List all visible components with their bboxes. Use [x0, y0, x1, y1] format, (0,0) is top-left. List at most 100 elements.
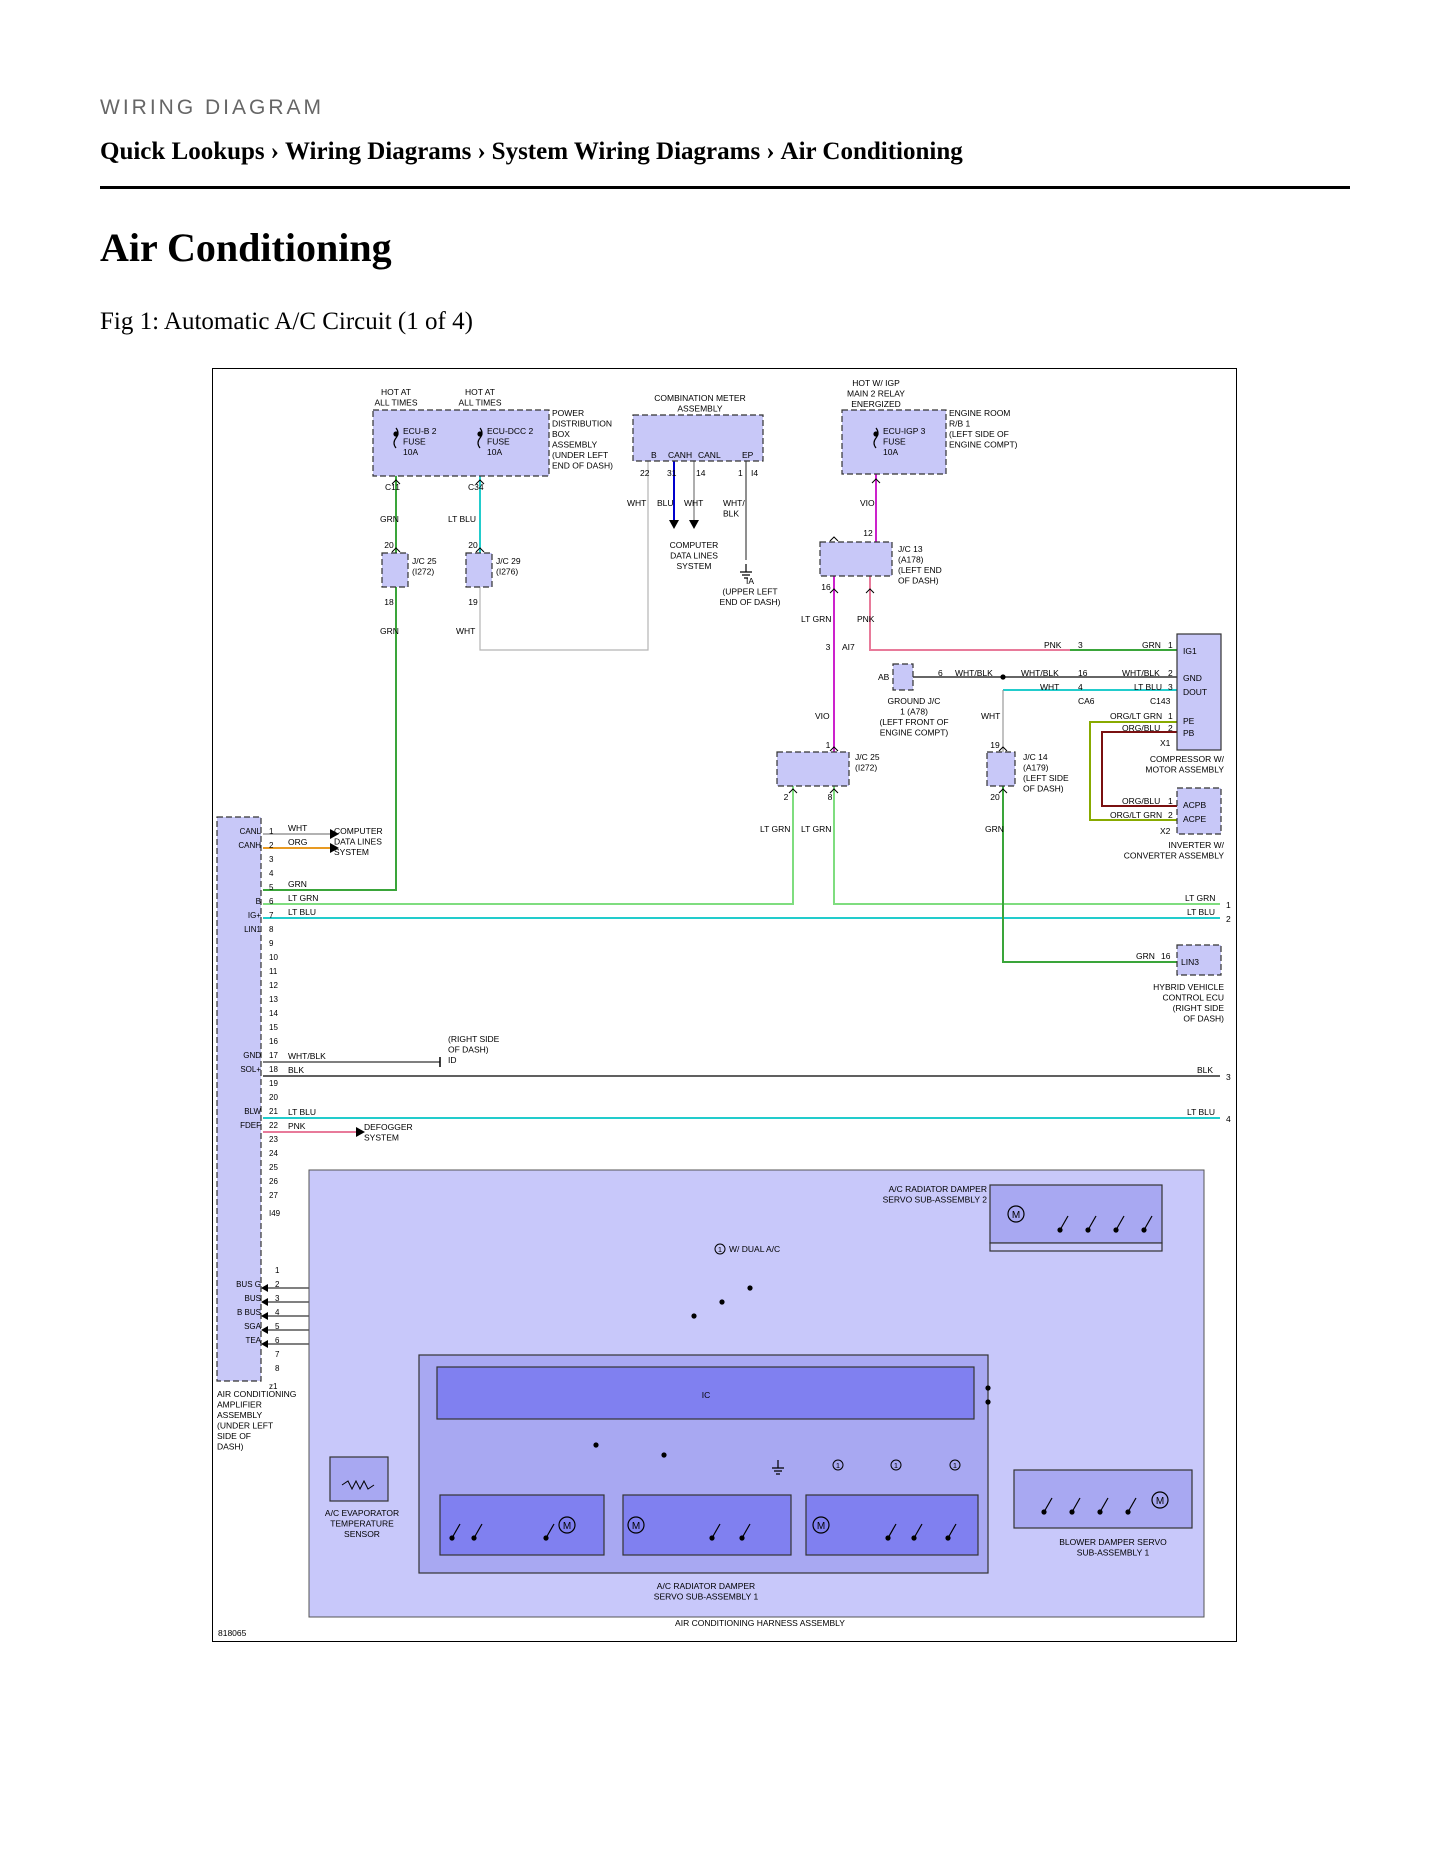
connector-mark: [475, 479, 485, 485]
circled-number: 1: [894, 1461, 898, 1470]
amp-pin-name: TEA: [245, 1336, 261, 1345]
computer-data-lines-label: DATA LINES: [670, 551, 718, 561]
breadcrumb-quick-lookups[interactable]: Quick Lookups: [100, 138, 265, 165]
ecu-igp3-fuse-label: FUSE: [883, 437, 906, 447]
harness-assembly-label: AIR CONDITIONING HARNESS ASSEMBLY: [675, 1618, 845, 1628]
breadcrumb-air-conditioning[interactable]: Air Conditioning: [780, 138, 963, 165]
switch-contact-icon: [451, 1523, 461, 1539]
connector-mark: [829, 788, 839, 794]
amp-pin-number: 3: [269, 855, 274, 864]
wire-color-label: GRN: [1142, 640, 1161, 650]
wire-color-label: PNK: [1044, 640, 1062, 650]
wire-color-label: GRN: [380, 514, 399, 524]
thermistor-icon: [341, 1479, 375, 1491]
pin-label: 19: [468, 597, 478, 607]
amp-pin-number: 27: [269, 1191, 278, 1200]
radiator-damper-1-label: A/C RADIATOR DAMPER: [657, 1581, 755, 1591]
computer-data-lines-label-2: COMPUTER: [334, 826, 383, 836]
amp-pin-number: 7: [275, 1350, 280, 1359]
ia-ground-label: IA: [746, 576, 754, 586]
amp-pin-number: 2: [275, 1280, 280, 1289]
meter-pin: B: [651, 450, 657, 460]
jc29: [465, 552, 493, 588]
connector-c11: C11: [385, 482, 400, 492]
ground-jc-label: GROUND J/C: [888, 696, 941, 706]
jc13-label: OF DASH): [898, 576, 939, 586]
switch-contact-icon: [913, 1523, 923, 1539]
wire-color-label: LT GRN: [801, 614, 831, 624]
offpage-number: 4: [1226, 1114, 1231, 1124]
pin-label: 3: [826, 642, 831, 652]
circled-number: 1: [953, 1461, 957, 1470]
switch-pivot: [1141, 1227, 1147, 1233]
inverter-pin: ACPE: [1183, 814, 1206, 824]
wire-grn-lin3: [1002, 786, 1177, 963]
pin-label: 1: [826, 740, 831, 750]
switch-contact-icon: [887, 1523, 897, 1539]
servo-1-bank-b: [622, 1494, 792, 1556]
switch-contact-icon: [545, 1523, 555, 1539]
junction-dot: [691, 1313, 697, 1319]
pin-label: 6: [938, 668, 943, 678]
pin-label: 20: [990, 792, 1000, 802]
amp-pin-name: B BUS: [237, 1308, 261, 1317]
switch-pivot: [911, 1535, 917, 1541]
ecu-b2-fuse-label: 10A: [403, 447, 418, 457]
amp-pin-number: 15: [269, 1023, 278, 1032]
connector-mark: [391, 547, 401, 553]
jc14-label: (LEFT SIDE: [1023, 773, 1069, 783]
radiator-damper-servo-2-outer: [989, 1184, 1163, 1244]
wire-color-label: GRN: [985, 824, 1004, 834]
motor-label: M: [817, 1521, 825, 1532]
fuse-ecu-igp3-icon: [873, 427, 879, 449]
breadcrumb-separator: ›: [766, 138, 775, 165]
wire-color-label: WHT/BLK: [955, 668, 993, 678]
amp-pin-number: 4: [269, 869, 274, 878]
amp-pin-name: BLW: [244, 1107, 261, 1116]
amp-pin-name: IG+: [248, 911, 261, 920]
power-distribution-label: BOX: [552, 429, 570, 439]
amp-pin-name: LIN1: [244, 925, 261, 934]
radiator-damper-1-label: SERVO SUB-ASSEMBLY 1: [654, 1592, 759, 1602]
data-lines-arrow-icon: [689, 520, 699, 529]
harness-arrow-icon: [261, 1298, 268, 1306]
compressor-label: MOTOR ASSEMBLY: [1145, 765, 1224, 775]
wire-lt-grn-out1: [833, 786, 1220, 905]
motor-servo-1a-icon: [558, 1516, 576, 1534]
harness-arrow-icon: [261, 1340, 268, 1348]
header-divider: [100, 186, 1350, 189]
switch-pivot: [1085, 1227, 1091, 1233]
switch-pivot: [945, 1535, 951, 1541]
breadcrumb-system-wiring-diagrams[interactable]: System Wiring Diagrams: [491, 138, 761, 165]
junction-dot: [747, 1285, 753, 1291]
wire-org-blu-pb: [1101, 731, 1177, 807]
breadcrumb: Quick Lookups›Wiring Diagrams›System Wir…: [100, 138, 963, 166]
fuse-ecu-dcc2-icon: [477, 427, 483, 449]
ia-ground-label: (UPPER LEFT: [722, 587, 777, 597]
switch-pivot: [471, 1535, 477, 1541]
switch-contact-icon: [1071, 1497, 1081, 1513]
pin-label: 12: [863, 528, 873, 538]
ground-ia-icon: [740, 564, 752, 579]
wire-color-label: WHT/: [723, 498, 745, 508]
wire-color-label: WHT: [684, 498, 703, 508]
junction-dot: [873, 431, 879, 437]
defogger-label: DEFOGGER: [364, 1122, 413, 1132]
servo-1-bank-a: [439, 1494, 605, 1556]
wire-color-label: BLK: [1197, 1065, 1213, 1075]
amp-pin-number: 12: [269, 981, 278, 990]
connector-x2: X2: [1160, 826, 1171, 836]
breadcrumb-wiring-diagrams[interactable]: Wiring Diagrams: [285, 138, 472, 165]
power-distribution-label: (UNDER LEFT: [552, 450, 608, 460]
harness-arrow-icon: [261, 1326, 268, 1334]
wire-pnk-to-compressor: [869, 576, 1177, 651]
breadcrumb-separator: ›: [477, 138, 486, 165]
inverter-label: CONVERTER ASSEMBLY: [1124, 851, 1225, 861]
wire-color-label: LT BLU: [1134, 682, 1162, 692]
offpage-number: 2: [1226, 914, 1231, 924]
jc14-label: OF DASH): [1023, 784, 1064, 794]
connector-mark: [788, 788, 798, 794]
connector-z1: z1: [269, 1382, 278, 1391]
page-title: Air Conditioning: [100, 225, 392, 270]
ecu-dcc2-fuse-label: ECU-DCC 2: [487, 426, 534, 436]
